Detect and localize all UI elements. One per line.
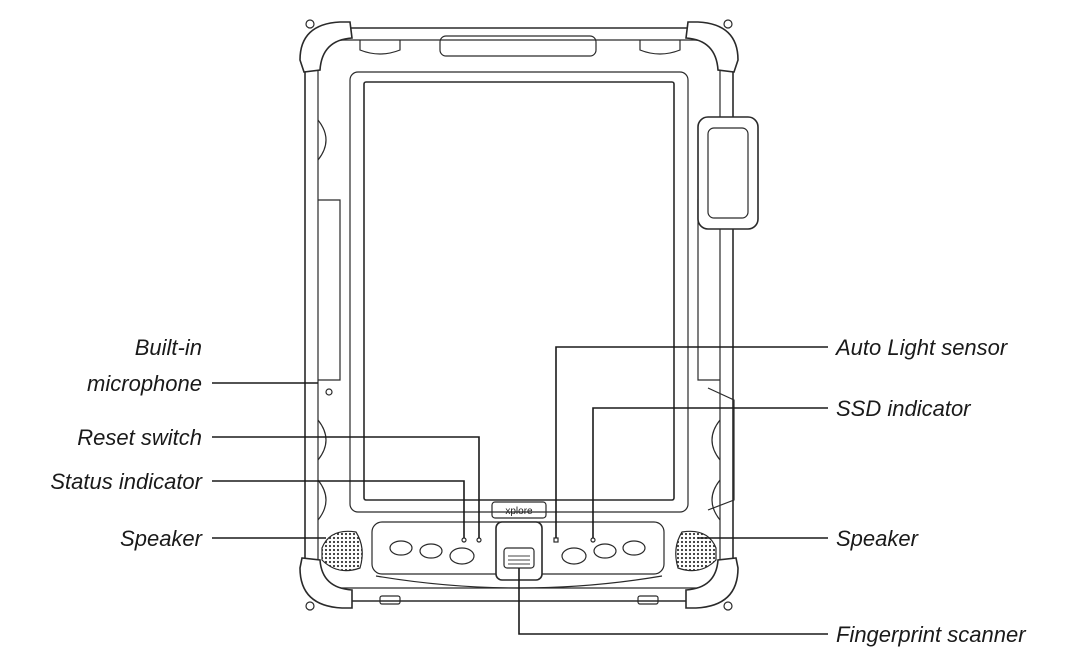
label-speaker-right: Speaker	[836, 526, 920, 551]
microphone-icon	[325, 388, 333, 396]
label-status-indicator: Status indicator	[50, 469, 203, 494]
leader-lines	[212, 346, 828, 635]
hardware-button[interactable]	[593, 543, 617, 559]
leader-ssd-indicator	[592, 407, 828, 538]
corner-bumper-top-right	[685, 21, 739, 73]
speaker-grille-left	[321, 530, 363, 572]
brand-logo: xplore	[505, 506, 533, 517]
hardware-button[interactable]	[449, 547, 475, 565]
tablet-device: xplore	[299, 19, 759, 611]
corner-bumper-bottom-left	[299, 557, 353, 609]
screen	[363, 81, 675, 501]
hardware-button[interactable]	[419, 543, 443, 559]
label-builtin-microphone-line2: microphone	[87, 371, 202, 396]
corner-bumper-top-left	[299, 21, 353, 73]
hardware-button[interactable]	[389, 540, 413, 556]
hardware-button[interactable]	[622, 540, 646, 556]
label-speaker-left: Speaker	[120, 526, 204, 551]
leader-status-indicator	[212, 480, 465, 538]
speaker-grille-right	[675, 530, 717, 572]
label-auto-light-sensor: Auto Light sensor	[834, 335, 1009, 360]
leader-fingerprint-scanner	[518, 568, 828, 635]
leader-reset-switch	[212, 436, 480, 538]
stylus-holder	[697, 116, 759, 230]
label-ssd-indicator: SSD indicator	[836, 396, 972, 421]
labels: Built-in microphone Reset switch Status …	[50, 335, 1027, 647]
leader-auto-light-sensor	[555, 346, 828, 538]
label-builtin-microphone-line1: Built-in	[135, 335, 202, 360]
corner-bumper-bottom-right	[685, 557, 739, 609]
label-reset-switch: Reset switch	[77, 425, 202, 450]
label-fingerprint-scanner: Fingerprint scanner	[836, 622, 1027, 647]
hardware-button[interactable]	[561, 547, 587, 565]
